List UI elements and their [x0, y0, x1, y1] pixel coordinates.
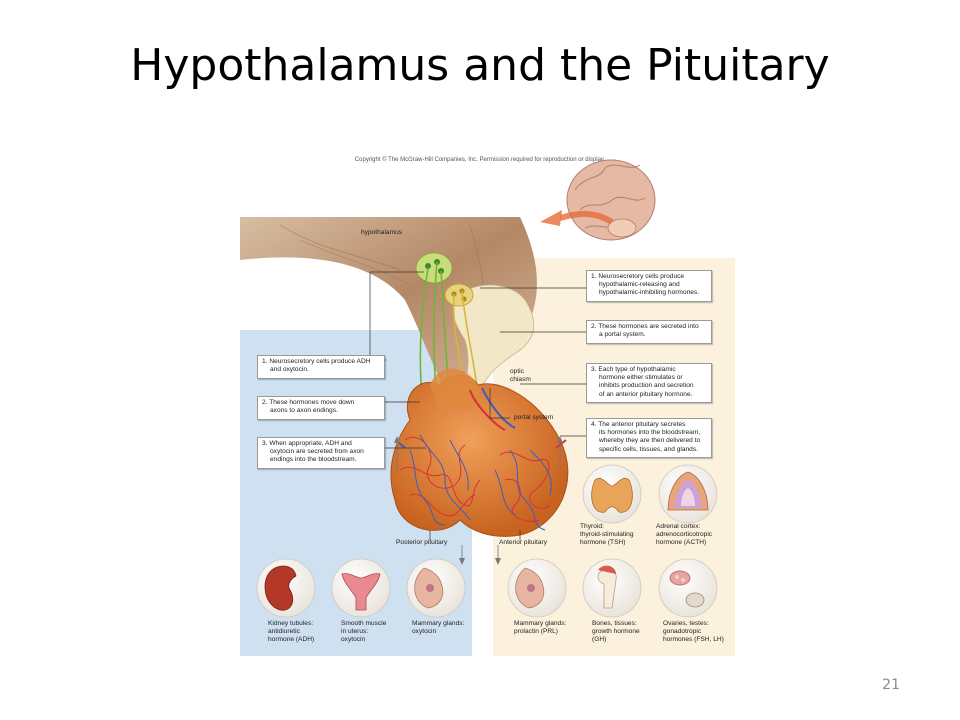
posterior-nucleus	[415, 252, 453, 284]
brain-tissue	[240, 217, 537, 390]
label-anterior-pituitary: Anterior pituitary	[499, 539, 548, 546]
anterior-step-3: 3. Each type of hypothalamic hormone eit…	[586, 363, 712, 403]
slide-number: 21	[882, 677, 900, 693]
caption-thyroid: Thyroid: thyroid-stimulating hormone (TS…	[580, 523, 634, 547]
caption-ovaries-testes: Ovaries, testes: gonadotropic hormones (…	[663, 620, 724, 644]
caption-bones-tissues: Bones, tissues: growth hormone (GH)	[592, 620, 640, 644]
caption-adrenal-cortex: Adrenal cortex: adrenocorticotropic horm…	[656, 523, 713, 547]
leader-lines	[369, 271, 586, 540]
label-optic-chiasm: optic chiasm	[510, 368, 531, 383]
anterior-step-2: 2. These hormones are secreted into a po…	[586, 320, 712, 344]
posterior-step-3: 3. When appropriate, ADH and oxytocin ar…	[257, 437, 385, 469]
posterior-capillaries	[399, 434, 481, 526]
anterior-nucleus	[444, 283, 474, 307]
caption-mammary-prolactin: Mammary glands: prolactin (PRL)	[514, 620, 567, 636]
label-hypothalamus: hypothalamus	[361, 229, 403, 236]
mammary-gland-icon-posterior	[406, 558, 466, 618]
anterior-step-4: 4. The anterior pituitary secretes its h…	[586, 418, 712, 458]
label-posterior-pituitary: Posterior pituitary	[396, 539, 448, 546]
label-portal-system: portal system	[514, 414, 554, 421]
anterior-step-1: 1. Neurosecretory cells produce hypothal…	[586, 270, 712, 302]
slide-title: Hypothalamus and the Pituitary	[130, 40, 830, 91]
adrenal-cortex-icon	[658, 464, 718, 524]
thyroid-icon	[582, 464, 642, 524]
posterior-step-2: 2. These hormones move down axons to axo…	[257, 396, 385, 420]
mammary-gland-icon-anterior	[507, 558, 567, 618]
bone-icon	[582, 558, 642, 618]
anterior-capillaries	[494, 449, 552, 531]
kidney-icon	[256, 558, 316, 618]
copyright-notice: Copyright © The McGraw-Hill Companies, I…	[354, 157, 606, 163]
uterus-icon	[331, 558, 391, 618]
caption-uterus: Smooth muscle in uterus: oxytocin	[341, 620, 387, 644]
caption-kidney: Kidney tubules: antidiuretic hormone (AD…	[268, 620, 315, 644]
brain-thumbnail	[540, 159, 656, 241]
bloodstream-arrows	[394, 436, 563, 565]
posterior-step-1: 1. Neurosecretory cells produce ADH and …	[257, 355, 385, 379]
ovaries-testes-icon	[658, 558, 718, 618]
caption-mammary-oxytocin: Mammary glands: oxytocin	[412, 620, 465, 636]
